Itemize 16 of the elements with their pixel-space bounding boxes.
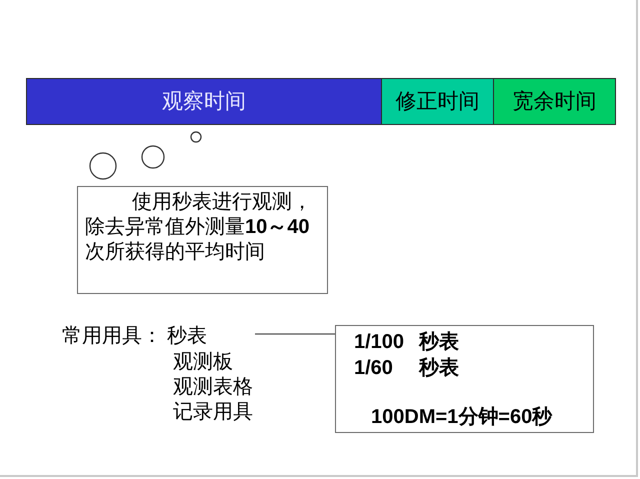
bar-segment: 宽余时间 [493, 78, 616, 125]
bar-segment: 观察时间 [26, 78, 382, 125]
list-item: 观测表格 [173, 373, 253, 399]
list-heading: 常用用具： [62, 322, 162, 348]
note-box: 使用秒表进行观测，除去异常值外测量10～40次所获得的平均时间 [77, 186, 328, 294]
note-text: 秒表 [419, 356, 459, 380]
list-item: 秒表 [167, 322, 207, 348]
bar-segment: 修正时间 [381, 78, 494, 125]
note-text: 秒表 [419, 330, 459, 354]
connector-line [255, 333, 335, 335]
note-text: 1/60 [354, 356, 393, 380]
list-item: 记录用具 [173, 398, 253, 424]
list-item: 观测板 [173, 348, 233, 374]
note-text: 1/100 [354, 330, 404, 354]
note-box [335, 325, 594, 433]
note-text: 100DM=1分钟=60秒 [371, 405, 552, 429]
